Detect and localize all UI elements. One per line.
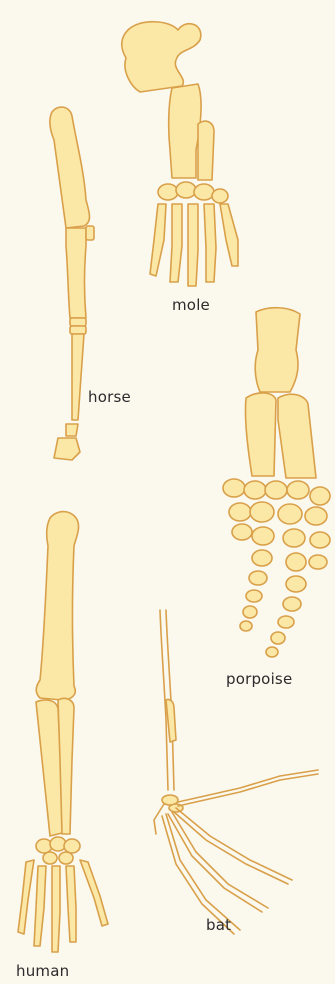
label-mole: mole (172, 296, 210, 314)
label-porpoise: porpoise (226, 670, 292, 688)
horse-forelimb (50, 107, 94, 460)
mole-forelimb (122, 22, 238, 286)
bat-wing (154, 610, 318, 934)
label-human: human (16, 962, 69, 980)
label-horse: horse (88, 388, 131, 406)
porpoise-flipper (223, 308, 330, 657)
label-bat: bat (206, 916, 231, 934)
human-arm (18, 512, 108, 952)
